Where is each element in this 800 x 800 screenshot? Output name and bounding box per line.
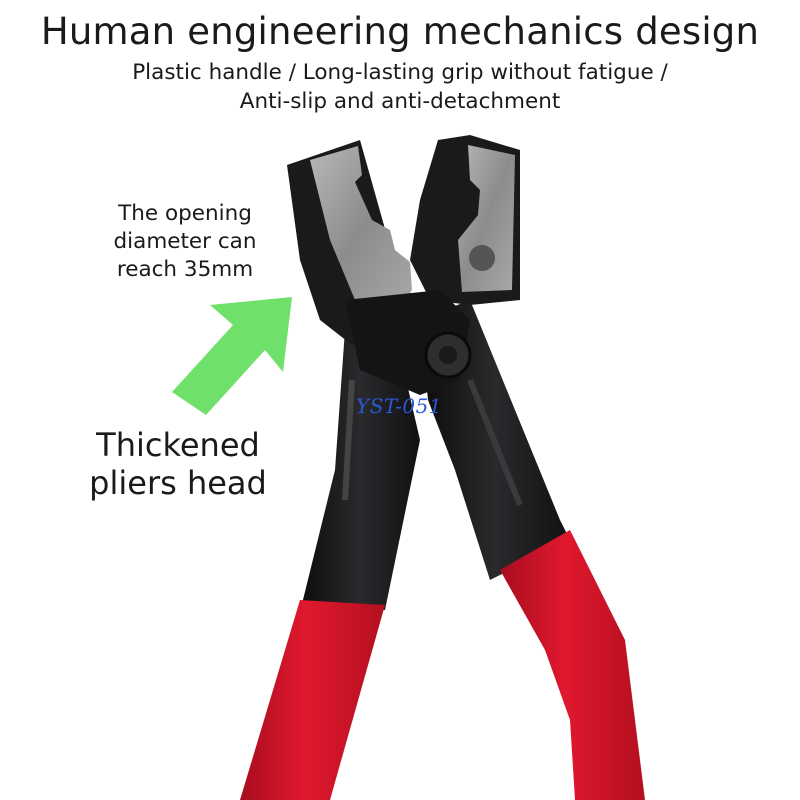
left-jaw-face (310, 146, 412, 312)
right-red-grip (500, 530, 645, 800)
opening-note-line: The opening (118, 201, 252, 226)
thickened-head-callout: Thickened pliers head (78, 426, 278, 502)
arrow-up-right-icon (172, 297, 292, 415)
callout-line: Thickened (96, 426, 260, 464)
left-handle-steel (300, 330, 420, 612)
opening-note-line: diameter can (113, 229, 257, 254)
callout-line: pliers head (89, 464, 267, 502)
subheadline-line-2: Anti-slip and anti-detachment (239, 89, 561, 114)
left-red-grip (240, 600, 385, 800)
opening-note-line: reach 35mm (116, 257, 254, 282)
headline: Human engineering mechanics design (40, 10, 760, 53)
subheadline-line-1: Plastic handle / Long-lasting grip witho… (132, 60, 668, 85)
opening-diameter-note: The opening diameter can reach 35mm (95, 200, 275, 284)
model-watermark: YST-051 (356, 394, 443, 418)
